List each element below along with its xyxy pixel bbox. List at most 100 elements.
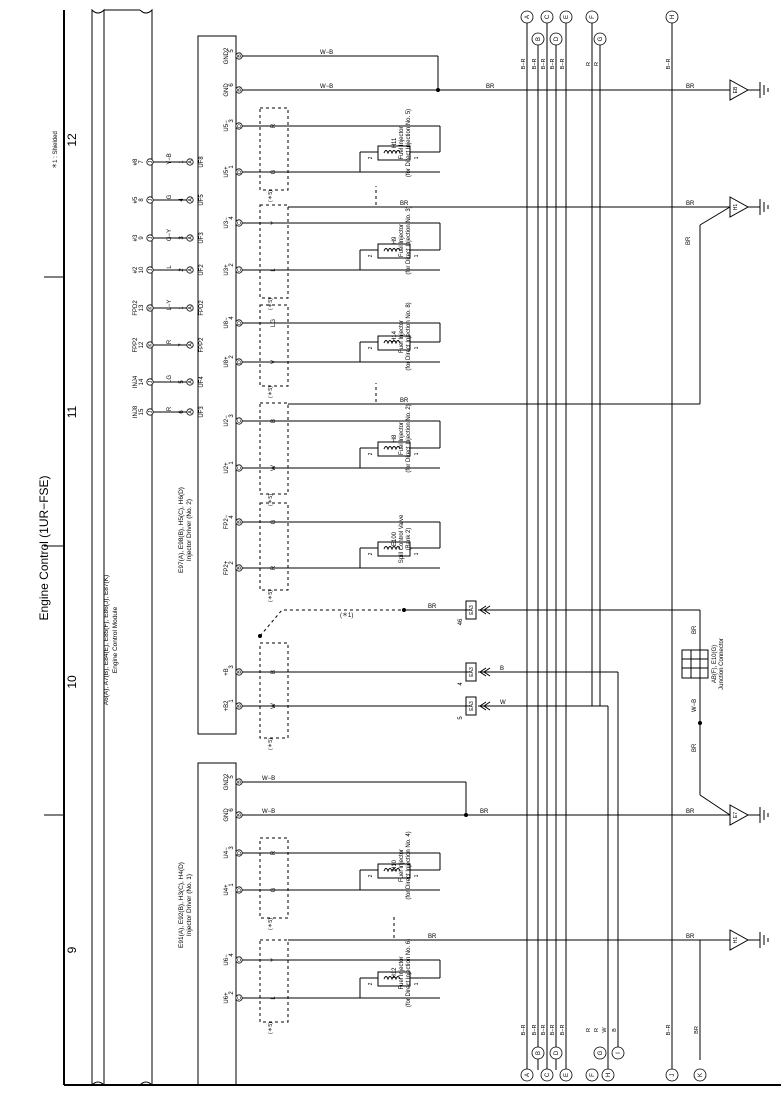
wire-color-label: L <box>167 265 173 269</box>
wire-color-label: BR <box>400 398 409 404</box>
wire-color-label: G <box>271 519 277 524</box>
coil-pin-number: 1 <box>414 346 420 349</box>
driver-pin-number: 5 <box>179 380 185 384</box>
ea3-chevron <box>479 701 491 711</box>
connector-pin <box>186 234 194 242</box>
bus-ref-marker <box>665 1068 679 1082</box>
wire-color-label: B−R <box>550 59 556 70</box>
junction-dot <box>258 634 262 638</box>
component-name: Fuel Injector <box>399 956 405 989</box>
junction-connector-box <box>681 649 709 679</box>
coil-symbol <box>383 150 401 155</box>
driver-pin-name: U5+ <box>224 166 230 178</box>
wire-color-label: BR <box>486 84 495 90</box>
wire-color-label: R <box>167 339 173 344</box>
driver-pin-number: 4 <box>179 198 185 202</box>
ground-label: E7 <box>733 812 739 818</box>
ea3-pin-number: 4 <box>458 682 464 686</box>
bus-ref-letter: E <box>564 15 570 19</box>
ecm-pin-number: 12 <box>139 341 145 348</box>
shield-tag: (＊5) <box>267 918 274 930</box>
pin-connector-letter: B <box>237 54 243 58</box>
component-id: H12 <box>392 967 398 979</box>
ecm-name: Engine Control Module <box>112 607 119 674</box>
component-desc: (for Direct Injection No. 6) <box>406 939 412 1007</box>
pin-connector-letter: K <box>148 306 154 310</box>
shield-tag: (＊5) <box>267 386 274 398</box>
driver-pin-number: 4 <box>229 953 235 957</box>
connector-pin <box>186 341 194 349</box>
wire-color-label: LG <box>167 375 173 383</box>
pin-connector-letter: B <box>237 704 243 708</box>
pin-connector-letter: B <box>237 520 243 524</box>
bus-ref-letter: F <box>590 15 596 19</box>
ea3-chevron <box>479 667 491 677</box>
coil-symbol <box>383 340 401 345</box>
driver-pin-number: 3 <box>229 414 235 418</box>
shield-tag: (＊5) <box>267 738 274 750</box>
pin-connector-letter: J <box>148 268 154 271</box>
ea3-chevron <box>479 605 491 615</box>
ecm-pin-number: 13 <box>139 304 145 311</box>
ground-triangle <box>729 196 750 218</box>
pin-connector-letter: A <box>188 236 194 240</box>
driver-pin-number: 1 <box>179 306 185 310</box>
driver1-connector-label: E91(A), E92(B), H3(C), H4(D) <box>178 862 185 948</box>
shield-box <box>259 402 289 495</box>
driver-pin-number: 1 <box>229 883 235 887</box>
connector-pin <box>146 234 154 242</box>
driver-pin-name: UF4 <box>199 376 205 388</box>
driver-pin-name: U3− <box>224 217 230 229</box>
pin-connector-letter: B <box>237 813 243 817</box>
wire-color-label: BR <box>480 809 489 815</box>
component-name: Fuel Injector <box>399 422 405 455</box>
pin-connector-letter: J <box>148 198 154 201</box>
pin-connector-letter: A <box>188 306 194 310</box>
wire-color-label: BR <box>686 934 695 940</box>
junction-dot <box>436 88 440 92</box>
wire-color-label: W <box>602 1027 608 1033</box>
driver-pin-name: +B <box>224 668 230 676</box>
driver-pin-number: 4 <box>229 216 235 220</box>
wire-color-label: B <box>612 1028 618 1032</box>
coil-box <box>377 541 411 557</box>
ecm-box-left <box>91 8 105 1087</box>
coil-pin-number: 2 <box>368 346 374 349</box>
driver-pin-number: 1 <box>229 165 235 169</box>
ecm-box-right <box>139 8 153 1087</box>
coil-box <box>377 145 411 161</box>
wire-color-label: R <box>271 565 277 570</box>
wire-color-label: W−B <box>262 776 275 782</box>
pin-connector-letter: B <box>237 566 243 570</box>
bus-ref-letter: D <box>554 1050 560 1055</box>
wire-color-label: B−R <box>521 1025 527 1036</box>
ea3-connector <box>465 662 477 682</box>
driver-pin-name: FPP2 <box>199 337 205 353</box>
wire-color-label: R <box>271 123 277 128</box>
shield-tag: (＊5) <box>267 1022 274 1034</box>
bus-ref-marker <box>593 32 607 46</box>
wire-color-label: W−B <box>320 50 333 56</box>
pin-connector-letter: C <box>237 996 243 1000</box>
bus-ref-letter: E <box>564 1073 570 1077</box>
wire-color-label: L−Y <box>167 300 173 311</box>
shield-tag: (＊5) <box>267 494 274 506</box>
connector-pin <box>186 158 194 166</box>
bus-ref-marker <box>540 10 554 24</box>
pin-connector-letter: D <box>237 851 243 855</box>
ea3-connector-name: EA3 <box>469 701 475 711</box>
pin-connector-letter: J <box>148 380 154 383</box>
ea3-pin-number: 46 <box>458 618 464 625</box>
ground-triangle <box>729 929 750 951</box>
driver-pin-name: GND2 <box>224 773 230 790</box>
junction-dot <box>698 721 702 725</box>
wire-color-label: W <box>500 700 506 706</box>
grid-number: 9 <box>65 946 79 953</box>
component-desc: (Bank 2) <box>406 528 412 551</box>
bus-ref-marker <box>540 1068 554 1082</box>
coil-box <box>377 863 411 879</box>
junction-dot <box>464 813 468 817</box>
bus-ref-letter: D <box>554 36 560 41</box>
coil-symbol <box>383 546 401 551</box>
